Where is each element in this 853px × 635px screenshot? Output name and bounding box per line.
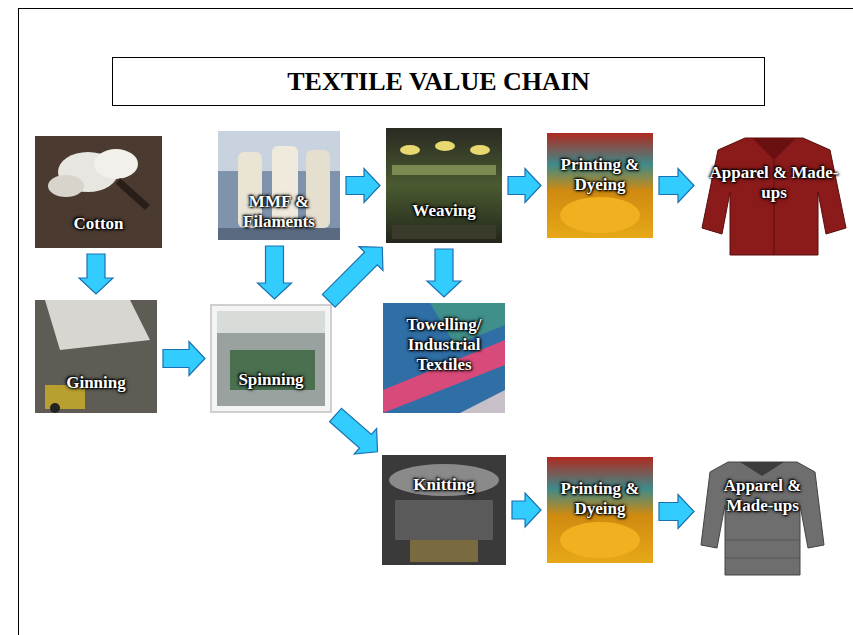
shirt-collar <box>740 462 784 476</box>
process-box: Printing & Dyeing <box>547 457 653 563</box>
node-label: Weaving <box>412 201 475 221</box>
cotton-boll <box>94 149 138 179</box>
title-text: TEXTILE VALUE CHAIN <box>287 67 589 97</box>
cotton-stalk <box>116 178 150 210</box>
wheel <box>50 403 60 413</box>
process-box: Ginning <box>35 300 157 413</box>
node-label: Knitting <box>413 475 474 495</box>
node-label: Ginning <box>66 373 126 393</box>
title-box: TEXTILE VALUE CHAIN <box>112 57 765 106</box>
towel-photo <box>383 303 505 413</box>
knitting-head <box>389 464 499 496</box>
loom <box>392 165 496 175</box>
process-box: Spinning <box>211 305 331 412</box>
dyeing-photo <box>547 133 653 238</box>
dye-cloth <box>560 197 640 233</box>
cotton-photo <box>35 136 162 248</box>
dye-cloth <box>560 522 640 558</box>
knitting-photo <box>382 455 506 565</box>
shirt-collar <box>752 138 796 160</box>
fabric-roll <box>410 540 478 562</box>
flow-arrow <box>258 246 292 299</box>
node-label: Cotton <box>73 214 123 234</box>
node-label: Towelling/ Industrial Textiles <box>387 315 501 375</box>
ceiling <box>217 311 325 333</box>
flow-arrow <box>79 254 113 294</box>
node-label: Apparel & Made-ups <box>704 476 821 516</box>
process-box: Printing & Dyeing <box>547 133 653 238</box>
flow-arrow <box>322 247 383 308</box>
process-box: Cotton <box>35 136 162 248</box>
photo-ground <box>218 131 340 240</box>
flow-arrow <box>330 408 378 454</box>
weaving-photo <box>386 128 502 243</box>
loom <box>392 225 496 239</box>
photo-frame <box>211 305 331 412</box>
shirt-check <box>725 558 800 559</box>
red-shirt <box>702 138 846 255</box>
flow-arrow <box>508 169 541 203</box>
flow-arrow <box>659 169 694 203</box>
fibre-photo <box>218 131 340 240</box>
shirt-body <box>702 138 846 255</box>
node-label: MMF & Filaments <box>222 192 336 232</box>
shirt-body <box>701 462 824 575</box>
node-label: Apparel & Made-ups <box>704 163 844 203</box>
node-label: Printing & Dyeing <box>551 155 649 195</box>
process-box: Apparel & Made-ups <box>700 460 825 575</box>
towel-stripe <box>460 390 505 413</box>
photo-ground <box>382 455 506 565</box>
photo-ground <box>386 128 502 243</box>
dyeing-photo <box>547 457 653 563</box>
photo-ground <box>547 133 653 238</box>
spinning-frame <box>230 350 315 390</box>
knitting-drum <box>395 500 493 540</box>
cotton-boll <box>48 175 84 197</box>
lamp <box>435 141 455 151</box>
photo-ground <box>383 303 505 413</box>
node-label: Printing & Dyeing <box>551 479 649 519</box>
photo-ground <box>35 136 162 248</box>
flow-arrow <box>427 249 461 297</box>
flow-arrow <box>346 169 380 203</box>
page-frame <box>19 9 853 635</box>
ginning-photo <box>35 300 157 413</box>
process-box: Knitting <box>382 455 506 565</box>
shirt-check <box>725 540 800 541</box>
photo-ground <box>547 457 653 563</box>
photo-ground <box>35 300 157 413</box>
grey-shirt <box>701 462 824 575</box>
cotton-pile <box>45 300 150 350</box>
flow-arrow <box>163 342 205 376</box>
photo-ground <box>217 311 325 406</box>
lamp <box>470 145 490 155</box>
flow-arrow <box>659 495 694 529</box>
flow-arrow <box>512 493 541 527</box>
spinning-photo <box>211 305 331 412</box>
process-box: Weaving <box>386 128 502 243</box>
process-box: MMF & Filaments <box>218 131 340 240</box>
process-box: Towelling/ Industrial Textiles <box>383 303 505 413</box>
lamp <box>400 145 420 155</box>
process-box: Apparel & Made-ups <box>700 133 848 255</box>
node-label: Spinning <box>238 370 303 390</box>
